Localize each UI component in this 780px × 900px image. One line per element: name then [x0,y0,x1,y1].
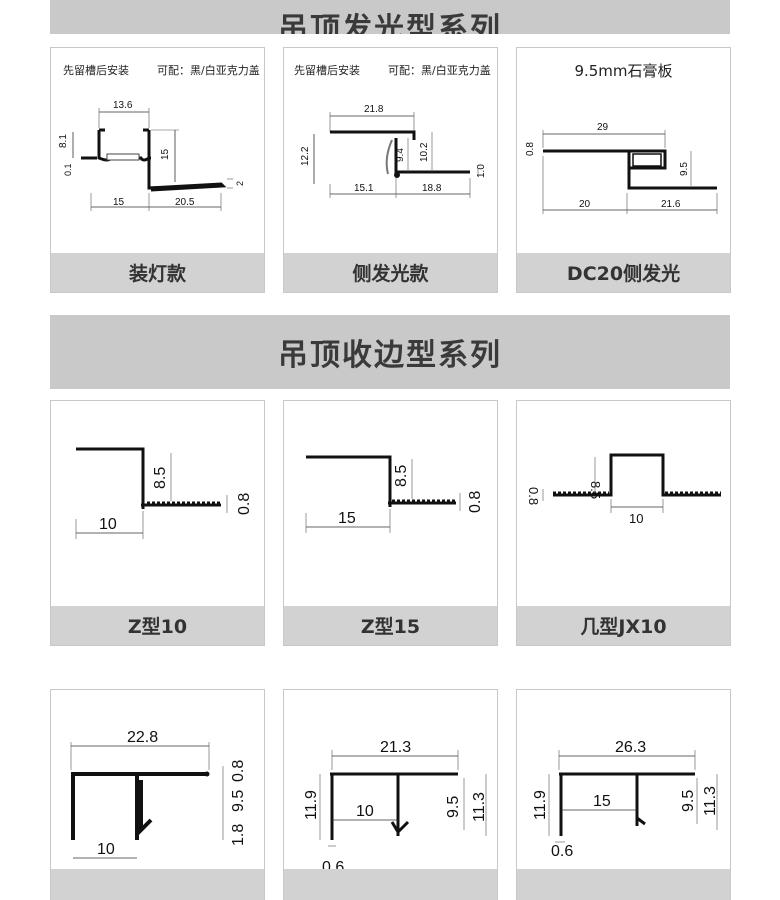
dim-label: 11.9 [532,790,549,820]
dim-label: 9.5 [230,790,247,812]
install-note: 先留槽后安装 [294,64,360,77]
card-label: Z型15 [284,606,497,645]
dim-label: 0.8 [236,493,253,515]
product-card-t-profile-21[interactable]: 21.3 11.9 10 9.5 11.3 0.6 [283,689,498,900]
dim-label: 20 [579,199,591,210]
dim-label: 11.3 [471,792,488,822]
dim-label: 22.8 [127,729,158,746]
profile-drawing: 26.3 11.9 15 9.5 11.3 0.6 [517,690,730,900]
dim-label: 15 [593,793,611,810]
section-banner-glowing: 吊顶发光型系列 [50,0,730,34]
dim-label: 8.5 [152,467,169,489]
card-label: 侧发光款 [284,253,497,292]
dim-label: 18.8 [422,183,442,194]
cover-note: 可配：黑/白亚克力盖 [388,64,491,77]
dim-label: 13.6 [113,100,133,111]
dim-label: 0.8 [467,491,484,513]
dim-label: 0.1 [63,163,73,176]
product-card-t-profile-10[interactable]: 22.8 0.8 9.5 1.8 10 [50,689,265,900]
dim-label: 10 [356,803,374,820]
dim-label: 29 [597,122,609,133]
profile-drawing: 8.5 0.8 15 [284,401,497,608]
dim-label: 8.1 [58,134,69,148]
card-label [517,869,730,900]
dim-label: 20.5 [175,197,195,208]
dim-label: 9.5 [445,796,462,818]
profile-drawing: 21.3 11.9 10 9.5 11.3 0.6 [284,690,497,900]
dim-label: 11.3 [702,786,719,816]
dim-label: 9.4 [395,148,406,162]
dim-label: 0.6 [551,843,573,860]
product-card-t-profile-26[interactable]: 26.3 11.9 15 9.5 11.3 0.6 [516,689,731,900]
dim-label: 15 [338,510,356,527]
dim-label: 2 [235,181,245,186]
dim-label: 9.5 [680,790,697,812]
cover-note: 可配：黑/白亚克力盖 [157,64,260,77]
card-label: DC20侧发光 [517,253,730,292]
profile-drawing: 21.8 12.2 9.4 10.2 1.0 15.1 18. [284,48,497,255]
profile-drawing: 8.5 0.8 10 [517,401,730,608]
section-title: 吊顶收边型系列 [278,338,502,373]
product-card-side-glow[interactable]: 先留槽后安装 可配：黑/白亚克力盖 21.8 12.2 9.4 10.2 1.0 [283,47,498,293]
profile-drawing: 22.8 0.8 9.5 1.8 10 [51,690,264,900]
dim-label: 26.3 [615,739,646,756]
product-card-z10[interactable]: 8.5 0.8 10 Z型10 [50,400,265,646]
dim-label: 11.9 [303,790,320,820]
section-banner-edging: 吊顶收边型系列 [50,315,730,389]
dim-label: 8.5 [588,481,603,499]
dim-label: 0.8 [526,487,541,505]
dim-label: 15.1 [354,183,374,194]
install-note: 先留槽后安装 [63,64,129,77]
dim-label: 15 [160,148,171,160]
dim-label: 8.5 [393,465,410,487]
dim-label: 10 [99,516,117,533]
profile-drawing: 29 0.8 9.5 20 21.6 [517,48,730,255]
dim-label: 10 [629,511,643,526]
dim-label: 0.8 [230,760,247,782]
dim-label: 21.8 [364,104,384,115]
dim-label: 21.6 [661,199,681,210]
dim-label: 10 [97,841,115,858]
card-label [51,869,264,900]
dim-label: 1.8 [230,824,247,846]
card-label: Z型10 [51,606,264,645]
dim-label: 21.3 [380,739,411,756]
card-label [284,869,497,900]
dim-label: 12.2 [300,146,311,166]
dim-label: 9.5 [679,162,690,176]
card-label: 几型JX10 [517,606,730,645]
dim-label: 15 [113,197,125,208]
profile-drawing: 8.5 0.8 10 [51,401,264,608]
product-card-dc20[interactable]: 9.5mm石膏板 29 0.8 9.5 20 21.6 [516,47,731,293]
product-card-light-slot[interactable]: 先留槽后安装 可配：黑/白亚克力盖 13.6 8.1 15 0.1 [50,47,265,293]
profile-drawing: 13.6 8.1 15 0.1 2 [51,48,264,255]
product-card-jx10[interactable]: 8.5 0.8 10 几型JX10 [516,400,731,646]
section-title: 吊顶发光型系列 [278,12,502,34]
product-card-z15[interactable]: 8.5 0.8 15 Z型15 [283,400,498,646]
dim-label: 1.0 [476,164,487,178]
dim-label: 0.8 [525,142,536,156]
board-note: 9.5mm石膏板 [574,62,673,80]
card-label: 装灯款 [51,253,264,292]
dim-label: 10.2 [419,142,430,162]
